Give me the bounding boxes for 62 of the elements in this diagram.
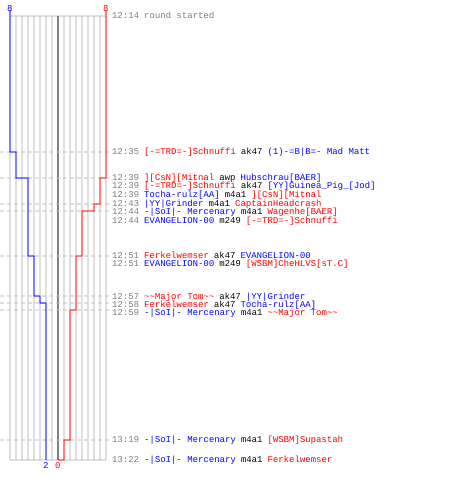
- weapon-name: m4a1: [240, 456, 262, 465]
- player-name: EVANGELION-00: [144, 260, 214, 269]
- time-label: 12:44: [112, 208, 140, 217]
- weapon-name: m4a1: [240, 208, 262, 217]
- time-label: 12:58: [112, 301, 140, 310]
- player-name: [-=TRD=-]Schnuffi: [144, 148, 236, 157]
- weapon-name: m4a1: [208, 200, 230, 209]
- time-label: 12:51: [112, 260, 140, 269]
- weapon-name: m249: [219, 217, 241, 226]
- player-name: [YY]Guinea_Pig_[Jod]: [267, 182, 376, 191]
- time-label: 12:39: [112, 191, 140, 200]
- player-name: -|SoI|- Mercenary: [144, 309, 236, 318]
- weapon-name: awp: [219, 174, 236, 183]
- player-name: CaptainHeadcrash: [235, 200, 322, 209]
- player-name: [-=TRD=-]Schnuffi: [246, 217, 338, 226]
- time-label: 13:22: [112, 456, 140, 465]
- time-label: 12:39: [112, 182, 140, 191]
- weapon-name: m4a1: [240, 309, 262, 318]
- player-name: Ferkelwemser: [144, 252, 209, 261]
- player-name: Hubschrau[BAER]: [240, 174, 322, 183]
- player-name: [-=TRD=-]Schnuffi: [144, 182, 236, 191]
- player-name: Tocha-rulz[AA]: [240, 301, 316, 310]
- player-name: |YY|Grinder: [144, 200, 204, 209]
- time-label: 12:44: [112, 217, 140, 226]
- time-label: 12:14: [112, 12, 140, 21]
- count-label: 0: [55, 462, 60, 471]
- player-name: -|SoI|- Mercenary: [144, 208, 236, 217]
- weapon-name: ak47: [240, 148, 262, 157]
- count-label: 8: [7, 5, 12, 14]
- time-label: 12:57: [112, 293, 140, 302]
- count-label: 8: [103, 5, 108, 14]
- count-label: 2: [43, 462, 48, 471]
- player-name: [WSBM]CheHLVS[sT.C]: [246, 260, 348, 269]
- time-label: 12:39: [112, 174, 140, 183]
- time-label: 13:19: [112, 436, 140, 445]
- time-label: 12:35: [112, 148, 140, 157]
- player-name: EVANGELION-00: [240, 252, 311, 261]
- player-name: -|SoI|- Mercenary: [144, 456, 236, 465]
- player-name: (1)-=B|B=- Mad Matt: [267, 148, 370, 157]
- player-name: ][CsN][Mitnal: [144, 174, 214, 183]
- weapon-name: ak47: [214, 301, 236, 310]
- time-label: 12:43: [112, 200, 140, 209]
- player-name: Tocha-rulz[AA]: [144, 191, 220, 200]
- player-name: Ferkelwemser: [267, 456, 332, 465]
- player-name: Wagenhe[BAER]: [267, 208, 338, 217]
- time-label: 12:59: [112, 309, 140, 318]
- weapon-name: ak47: [219, 293, 241, 302]
- player-name: [WSBM]Supastah: [267, 436, 344, 445]
- weapon-name: m249: [219, 260, 241, 269]
- player-name: -|SoI|- Mercenary: [144, 436, 236, 445]
- player-name: ~~Major Tom~~: [267, 309, 338, 318]
- weapon-name: m4a1: [240, 436, 262, 445]
- weapon-name: ak47: [240, 182, 262, 191]
- event-text: round started: [144, 12, 214, 21]
- time-label: 12:51: [112, 252, 140, 261]
- weapon-name: m4a1: [224, 191, 246, 200]
- player-name: EVANGELION-00: [144, 217, 214, 226]
- player-name: ][CsN][Mitnal: [251, 191, 322, 200]
- weapon-name: ak47: [214, 252, 236, 261]
- player-name: Ferkelwemser: [144, 301, 209, 310]
- player-name: |YY|Grinder: [246, 293, 306, 302]
- player-name: ~~Major Tom~~: [144, 293, 214, 302]
